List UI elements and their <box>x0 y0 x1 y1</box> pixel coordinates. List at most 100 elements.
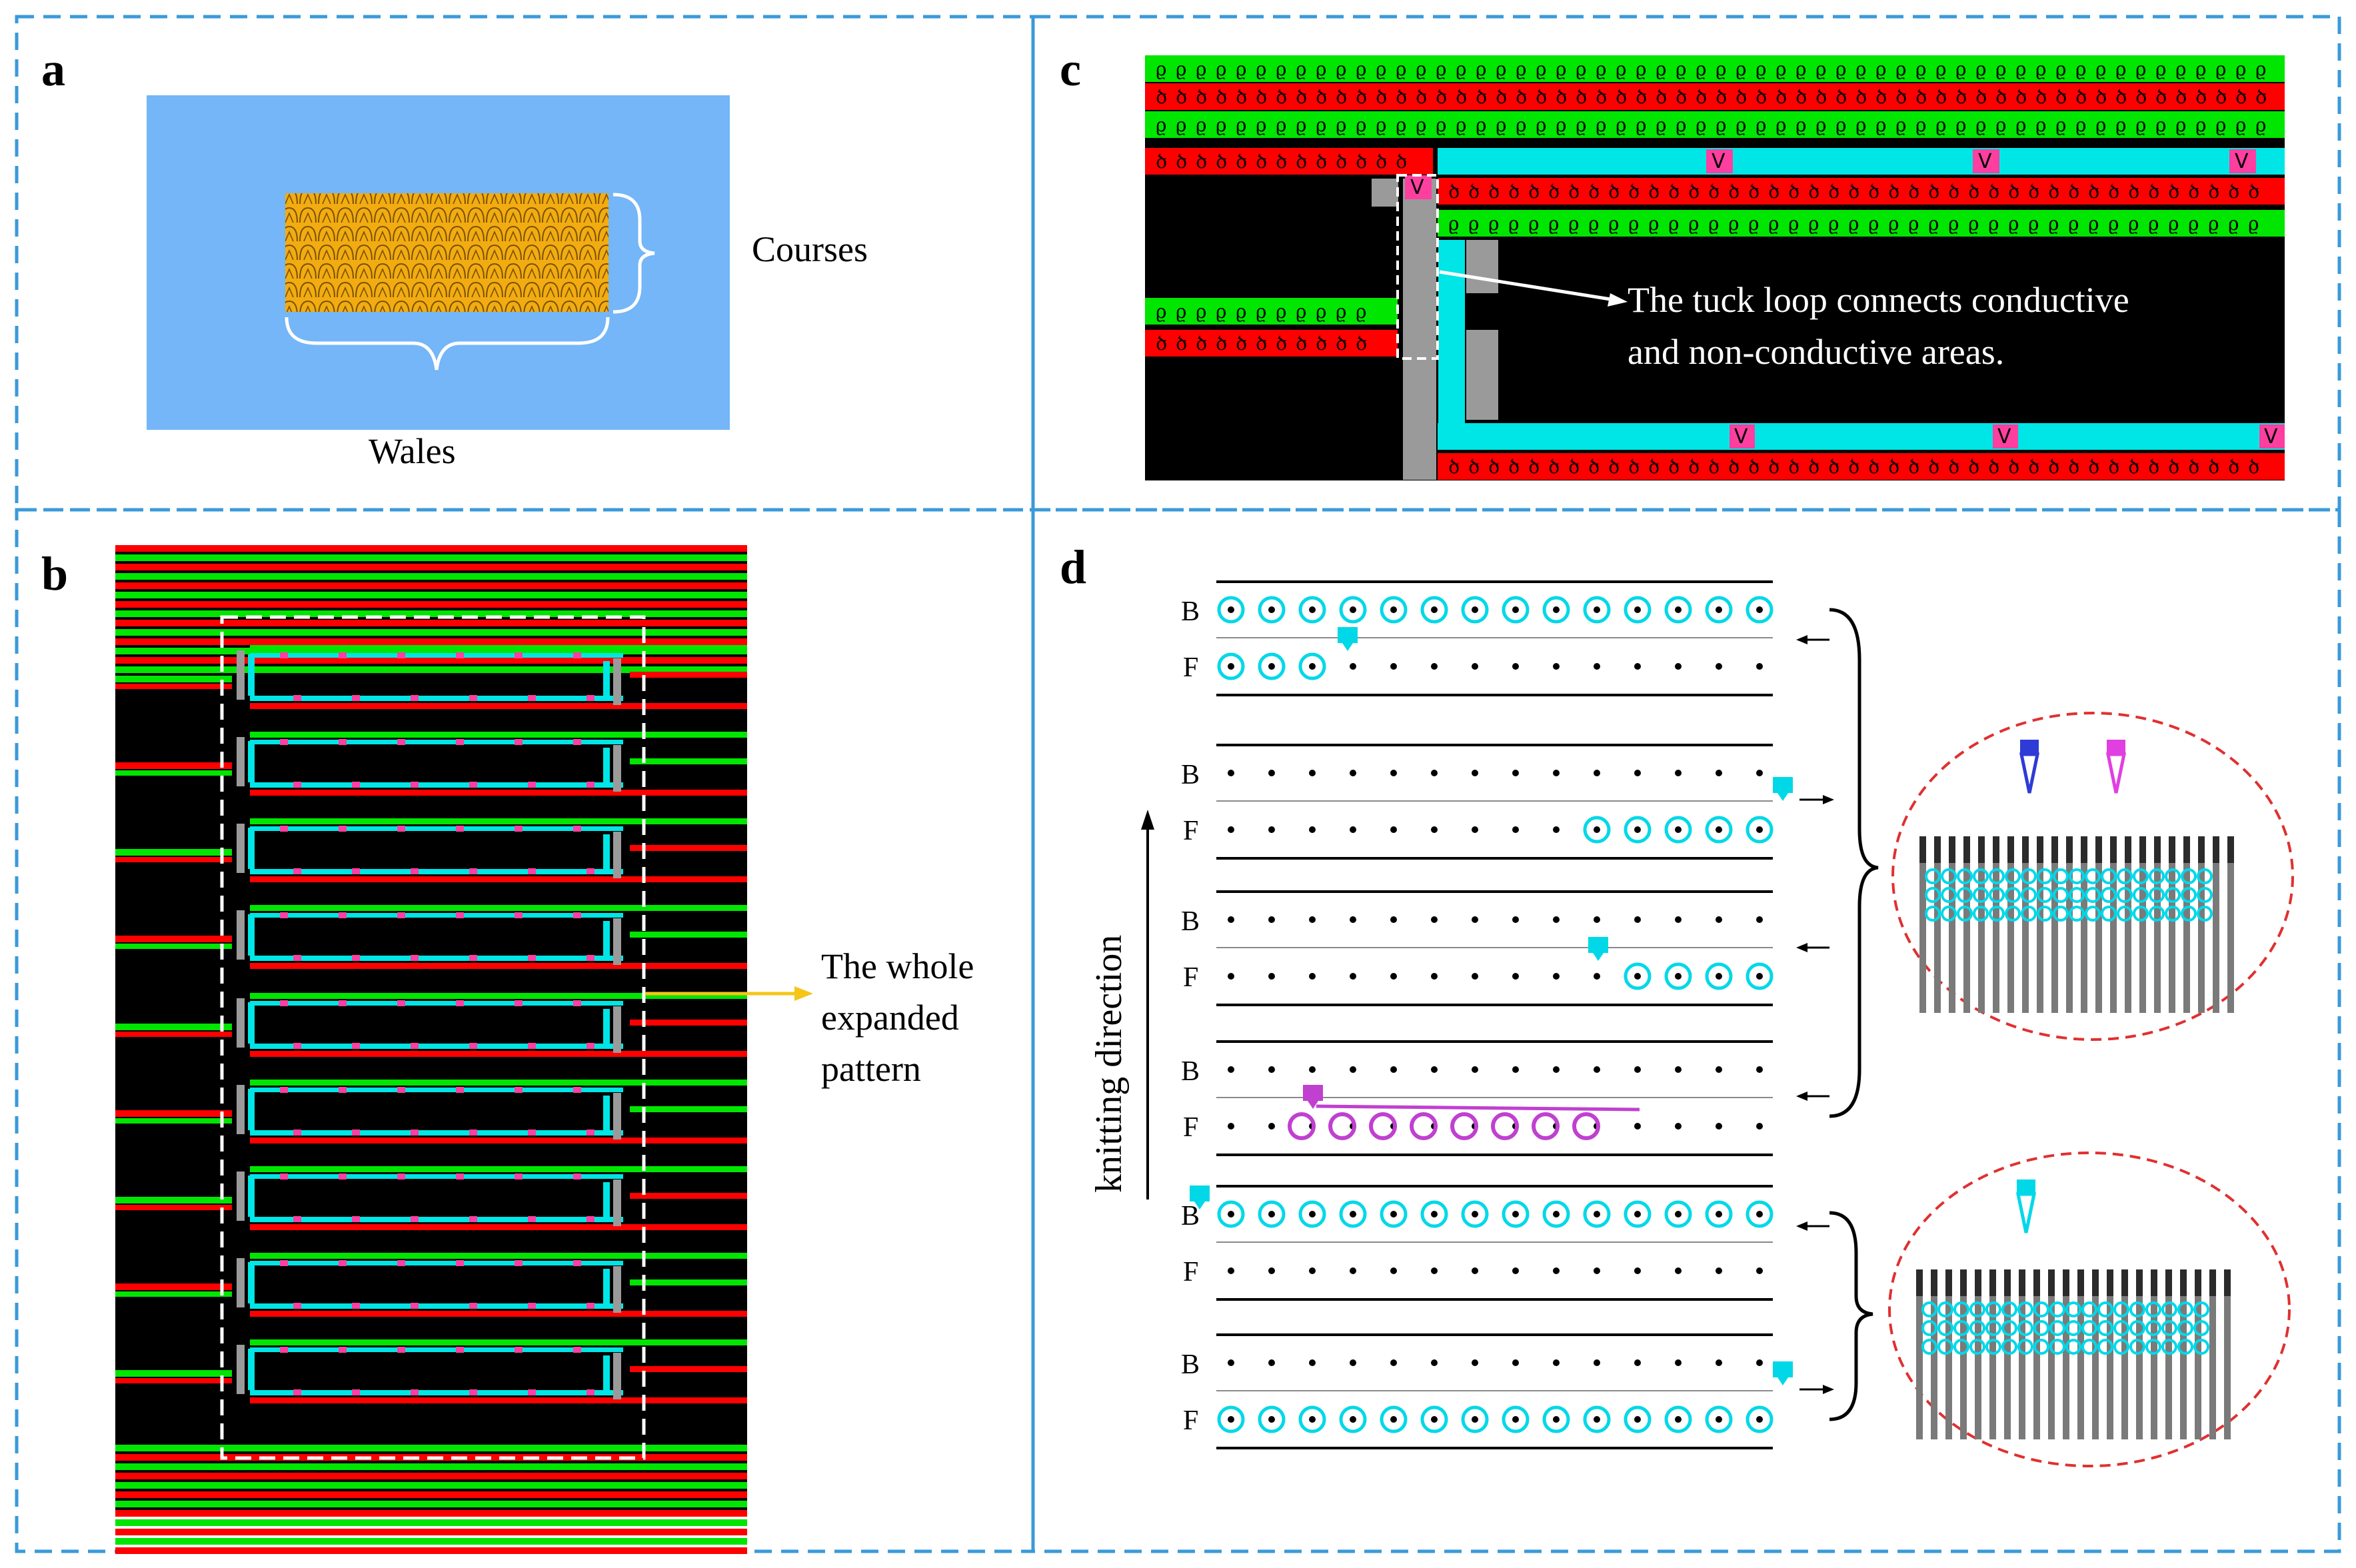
stub-right <box>630 1366 747 1372</box>
needle <box>1472 826 1478 833</box>
loop-symbol: ծ <box>1548 456 1560 478</box>
loop-symbol: ϱ <box>1256 58 1266 80</box>
loop-symbol: ϱ <box>1696 58 1706 80</box>
stripe-bottom <box>115 1482 747 1489</box>
tuck-symbol: V <box>2264 425 2278 448</box>
needle <box>1675 1123 1682 1130</box>
loop-symbol: ծ <box>1648 181 1660 203</box>
bar-green <box>250 732 747 738</box>
loop-symbol: ϱ <box>1336 301 1346 323</box>
loop-symbol: ϱ <box>1356 301 1366 323</box>
loop-symbol: ϱ <box>1396 58 1406 80</box>
sinker <box>2077 1269 2084 1296</box>
loop-symbol: ծ <box>1728 181 1740 203</box>
loop-symbol: ϱ <box>1795 58 1806 80</box>
tuck-mark <box>587 1389 594 1395</box>
loop-symbol: ϱ <box>1696 114 1706 136</box>
machine-loop <box>1937 1301 1953 1317</box>
loop-symbol: ϱ <box>2215 114 2226 136</box>
tuck-mark <box>397 826 405 832</box>
loop-symbol: ϱ <box>2135 58 2146 80</box>
machine-needle <box>2022 863 2029 1013</box>
tuck-mark <box>587 782 594 788</box>
tuck-box <box>1706 149 1733 173</box>
stub-left <box>115 1283 232 1290</box>
stripe-top <box>115 545 747 552</box>
needle <box>1512 1066 1519 1073</box>
tuck-mark <box>293 1303 301 1309</box>
stripe-bottom <box>115 1538 747 1545</box>
loop-symbol: ծ <box>1488 456 1500 478</box>
machine-loop <box>2053 887 2069 903</box>
machine-needle <box>1960 1296 1967 1439</box>
needle <box>1309 606 1316 613</box>
loop-symbol: ծ <box>1556 86 1567 108</box>
wales-brace <box>285 317 610 371</box>
machine-needle <box>2136 1296 2143 1439</box>
stub-left <box>115 857 232 862</box>
needle <box>1431 663 1438 670</box>
yarn-loop <box>1502 596 1530 624</box>
tuck-mark <box>573 1087 581 1093</box>
tuck-mark <box>280 1087 288 1093</box>
loop-symbol: ϱ <box>1855 114 1866 136</box>
loop-symbol: ծ <box>2188 181 2199 203</box>
machine-needle <box>2077 1296 2084 1439</box>
loop-symbol: ϱ <box>1928 213 1939 235</box>
transition-column <box>613 1353 621 1399</box>
stub-left <box>115 770 232 776</box>
connector-vertical <box>603 1096 610 1133</box>
loop-symbol: ϱ <box>1855 58 1866 80</box>
tuck-mark <box>397 1260 405 1266</box>
loop-symbol: ծ <box>1448 456 1460 478</box>
loop-symbol: ծ <box>2128 456 2139 478</box>
needle <box>1716 916 1722 923</box>
machine-loop <box>2101 887 2117 903</box>
machine-loop <box>1985 1320 2001 1336</box>
transition-column <box>237 650 245 700</box>
machine-loop <box>1989 887 2005 903</box>
carriage-direction-arrows <box>1796 635 1834 1394</box>
tuck-mark <box>339 1087 347 1093</box>
machine-loop <box>2181 887 2197 903</box>
needle <box>1634 1123 1641 1130</box>
sinker <box>2063 1269 2069 1296</box>
machine-loop <box>1973 868 1989 884</box>
yarn-loop <box>1746 596 1773 624</box>
needle <box>1553 1416 1560 1423</box>
needle <box>1228 606 1234 613</box>
machine-loop <box>2113 1320 2129 1336</box>
loop-symbol: ծ <box>1396 86 1407 108</box>
yarn-loop <box>1217 652 1245 680</box>
needle <box>1716 770 1722 776</box>
loop-symbol: ϱ <box>2088 213 2099 235</box>
needle <box>1431 1267 1438 1274</box>
tuck-mark <box>528 1303 536 1309</box>
machine-loop <box>2069 906 2085 922</box>
needle <box>1309 663 1316 670</box>
tuck-mark <box>411 1216 419 1222</box>
yarn-loop <box>1624 962 1652 990</box>
tuck-mark <box>352 695 360 701</box>
yarn-loop-magenta <box>1369 1112 1397 1140</box>
stub-right <box>630 1020 747 1026</box>
connector-course <box>1438 148 2285 175</box>
tuck-mark <box>528 1043 536 1049</box>
loop-symbol: ϱ <box>2168 213 2179 235</box>
connector-vertical <box>248 1089 255 1130</box>
tuck-mark <box>397 652 405 658</box>
machine-needle <box>2154 863 2161 1013</box>
loop-symbol: ϱ <box>1468 213 1479 235</box>
sinker <box>1989 1269 1996 1296</box>
loop-symbol: ծ <box>1508 456 1520 478</box>
bar-cyan <box>250 869 623 874</box>
loop-symbol: ϱ <box>1596 58 1606 80</box>
sinker <box>2198 836 2205 863</box>
stub-right <box>630 1106 747 1112</box>
loop-symbol: ծ <box>1276 151 1287 173</box>
loop-symbol: ծ <box>1528 456 1540 478</box>
machine-loop <box>1941 887 1957 903</box>
loop-symbol: ծ <box>1568 181 1580 203</box>
needle <box>1594 916 1600 923</box>
